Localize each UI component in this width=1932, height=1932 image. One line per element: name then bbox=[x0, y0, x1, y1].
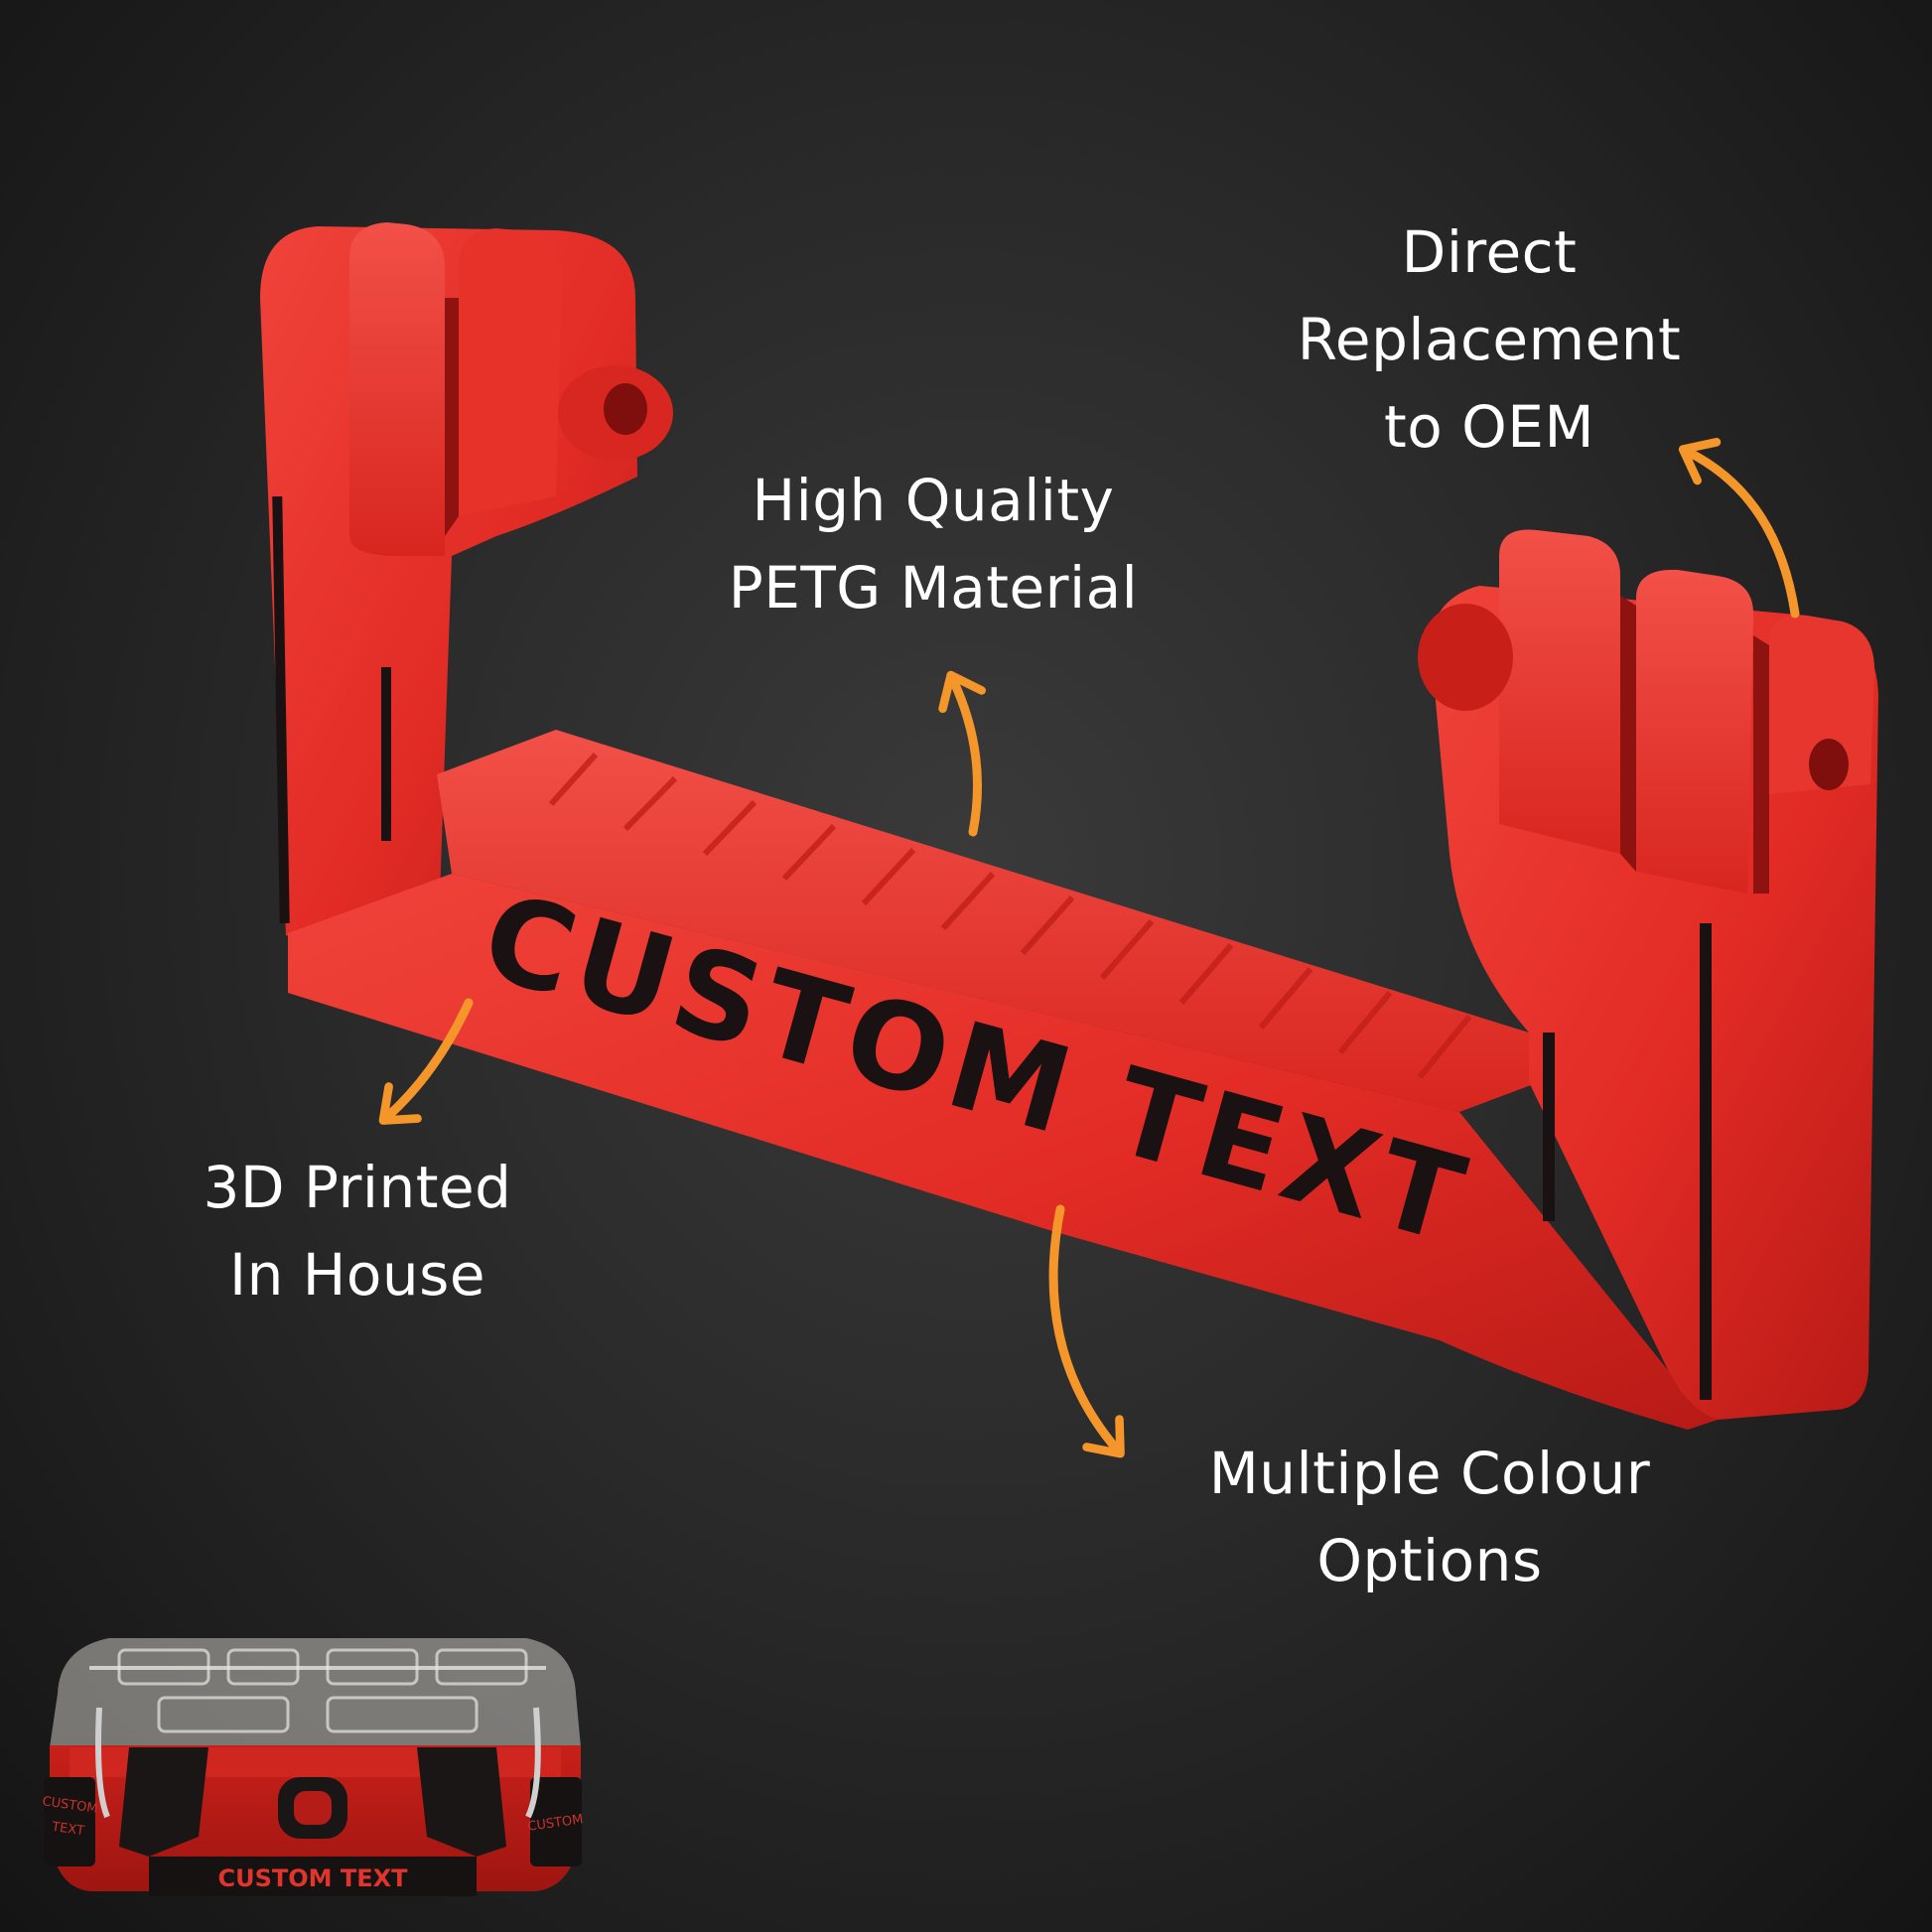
callout-line: High Quality bbox=[752, 467, 1115, 534]
inset-organizer-box: CUSTOM TEXT CUSTOM TEXT CUSTOM bbox=[42, 1638, 584, 1896]
callout-line: 3D Printed bbox=[203, 1154, 512, 1221]
callout-3d-printed: 3D Printed In House bbox=[139, 1144, 576, 1318]
bracket-bar-top bbox=[437, 730, 1539, 1112]
callout-line: Multiple Colour bbox=[1208, 1440, 1651, 1507]
bracket-bar-ribs bbox=[548, 752, 1472, 1079]
bracket-product: CUSTOM TEXT bbox=[260, 222, 1878, 1430]
bracket-right-hole bbox=[1809, 739, 1849, 790]
callout-line: PETG Material bbox=[728, 554, 1139, 621]
inset-right-clip bbox=[530, 1777, 582, 1866]
bracket-left-slot bbox=[445, 298, 459, 536]
bracket-bar-front bbox=[288, 874, 1718, 1430]
arrow-curved-icon bbox=[938, 670, 987, 837]
bracket-left-prong-1 bbox=[349, 222, 445, 556]
inset-lid-cells bbox=[117, 1648, 528, 1733]
bracket-left-etch-line-1 bbox=[272, 495, 290, 924]
bracket-right-prong-3 bbox=[1769, 615, 1875, 794]
bracket-right-prong-2 bbox=[1636, 569, 1754, 894]
bracket-left-prong-2 bbox=[459, 228, 562, 516]
arrow-curved-icon bbox=[1678, 438, 1800, 619]
inset-side-left-text-2: TEXT bbox=[50, 1820, 85, 1840]
inset-engraving: CUSTOM TEXT bbox=[217, 1864, 408, 1892]
bracket-left-knob-hole bbox=[604, 383, 647, 435]
bracket-right-knob bbox=[1418, 604, 1513, 711]
bracket-right-slot-2 bbox=[1753, 635, 1769, 894]
callout-arrows bbox=[378, 438, 1800, 1458]
callout-line: to OEM bbox=[1383, 393, 1594, 461]
inset-left-clip bbox=[44, 1777, 95, 1866]
bracket-right-prong-1 bbox=[1499, 529, 1620, 854]
callout-line: Direct bbox=[1401, 218, 1578, 286]
bracket-right-etch-line-2 bbox=[1543, 1033, 1555, 1221]
bracket-right-etch-line-1 bbox=[1700, 923, 1712, 1400]
callout-line: In House bbox=[228, 1241, 486, 1309]
callout-high-quality: High Quality PETG Material bbox=[635, 457, 1231, 631]
callout-line: Replacement bbox=[1297, 306, 1682, 373]
bracket-left-etch-line-2 bbox=[381, 667, 391, 841]
bracket-right-slot-1 bbox=[1620, 596, 1636, 872]
callout-direct-replacement: Direct Replacement to OEM bbox=[1231, 208, 1747, 471]
arrow-curved-icon bbox=[1048, 1204, 1125, 1458]
inset-lid bbox=[50, 1638, 581, 1747]
callout-colour-options: Multiple Colour Options bbox=[1152, 1430, 1708, 1604]
callout-line: Options bbox=[1316, 1527, 1543, 1594]
arrow-curved-icon bbox=[378, 998, 474, 1125]
